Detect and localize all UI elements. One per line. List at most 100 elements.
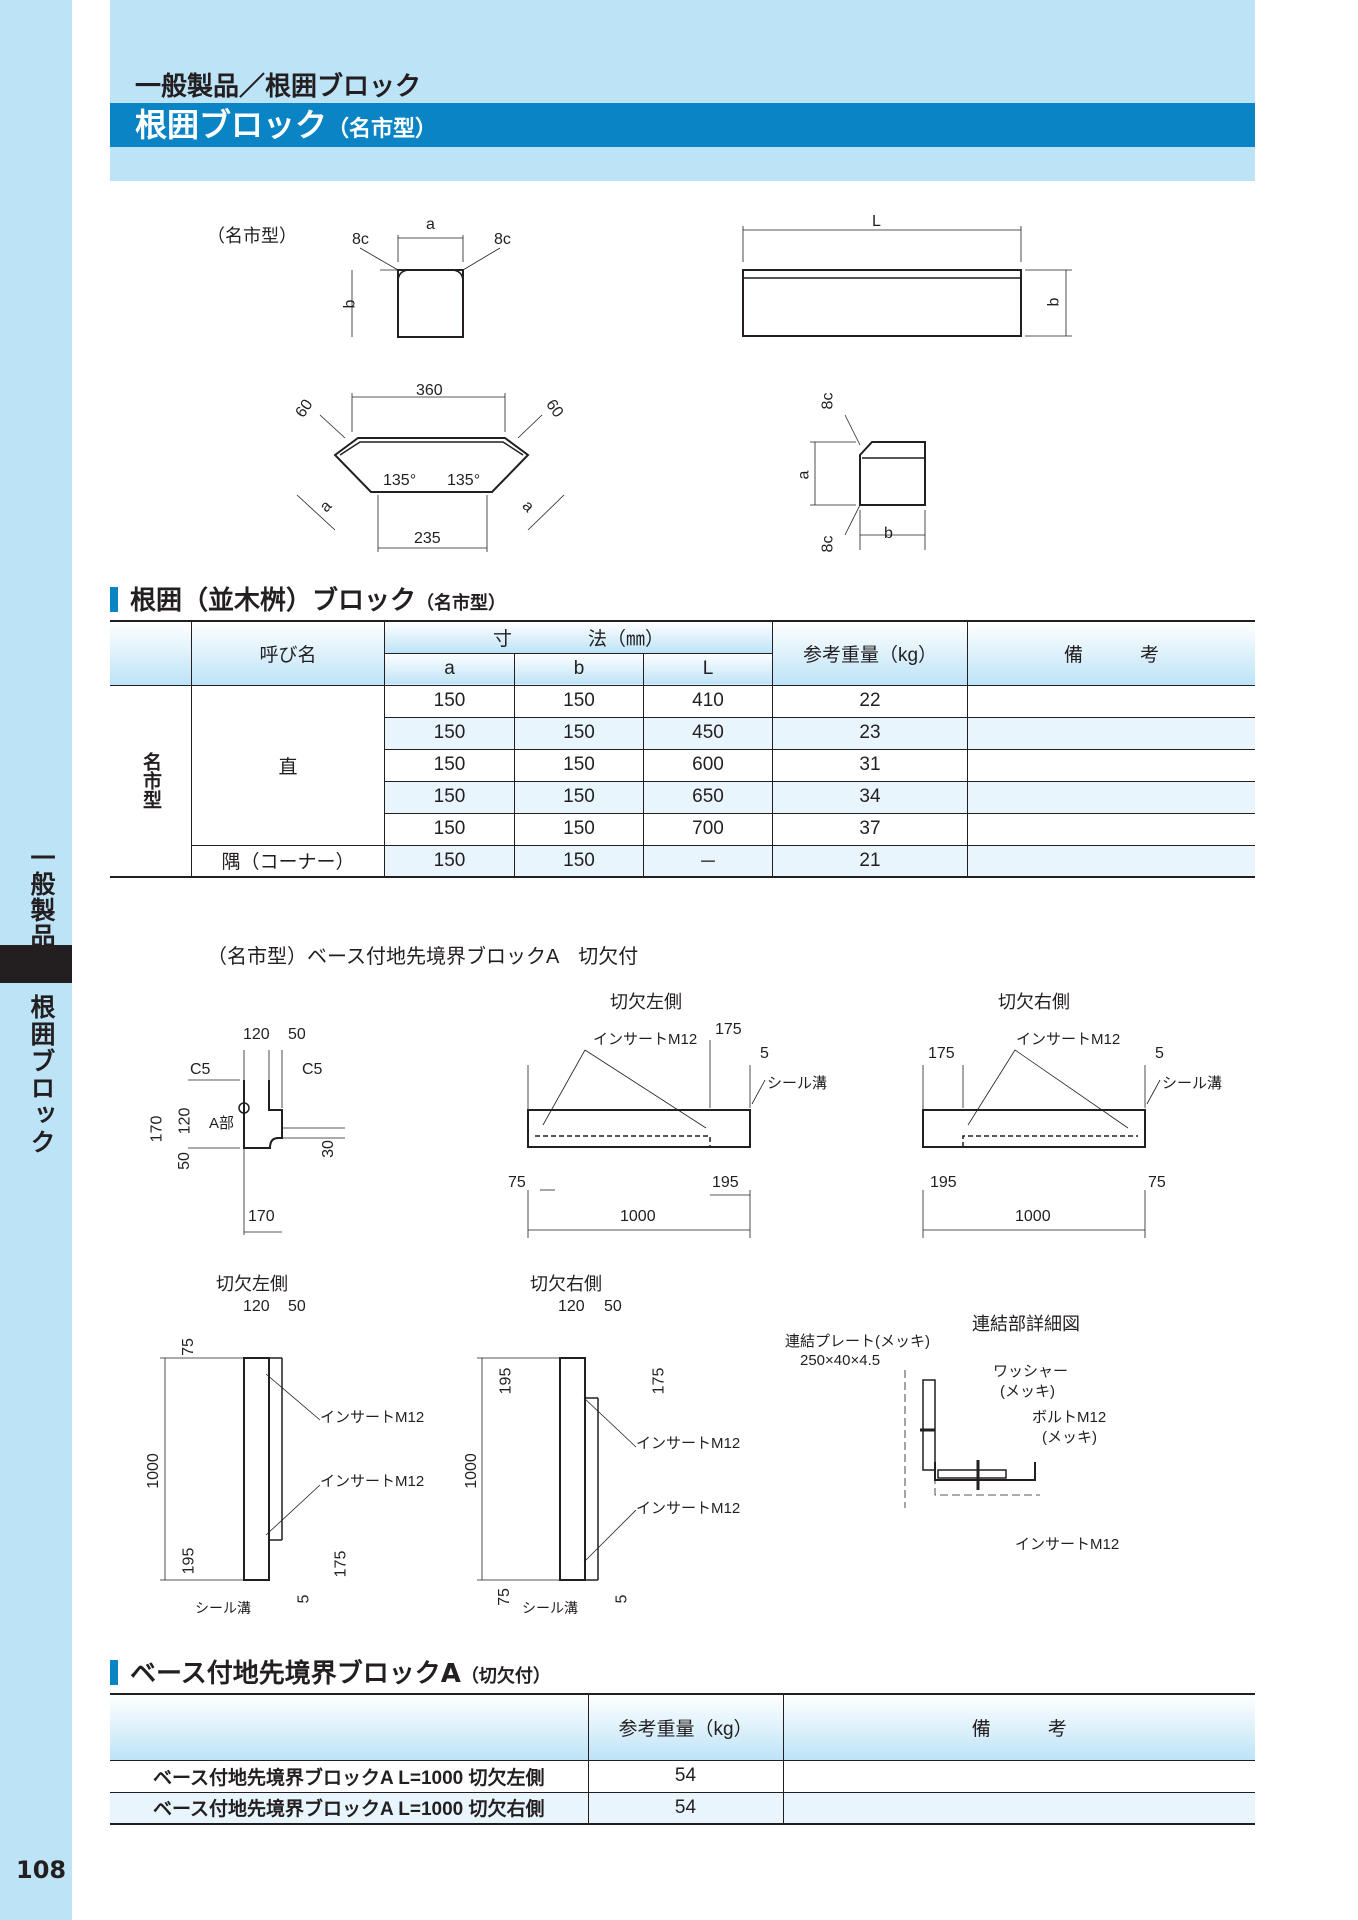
- cell: 150: [384, 812, 515, 846]
- diagram2-caption: （名市型）ベース付地先境界ブロックA 切欠付: [207, 946, 639, 968]
- dim-label: 30: [319, 1140, 337, 1158]
- page-number: 108: [16, 1856, 67, 1884]
- diagram2-detail-title: 連結部詳細図: [972, 1314, 1080, 1334]
- seal-label: シール溝: [522, 1600, 578, 1616]
- table1-header-L: L: [643, 652, 773, 686]
- dim-label: 50: [604, 1298, 622, 1315]
- section-marker: [110, 1660, 118, 1685]
- insert-label: インサートM12: [636, 1500, 741, 1517]
- dim-label: 170: [148, 1115, 166, 1143]
- table1-header-b: b: [514, 652, 644, 686]
- section-marker: [110, 587, 118, 612]
- dim-label: 50: [175, 1152, 193, 1170]
- dim-label: 175: [715, 1021, 742, 1038]
- dim-label: 8c: [352, 231, 369, 248]
- cell: ベース付地先境界ブロックA L=1000 切欠左側: [110, 1759, 589, 1793]
- cell: 450: [643, 716, 773, 750]
- cell: [782, 1791, 1255, 1825]
- dim-label: b: [1045, 297, 1063, 307]
- dim-label: 5: [295, 1594, 313, 1604]
- table2-header-weight: 参考重量（kg）: [587, 1693, 784, 1761]
- cell: [967, 716, 1255, 750]
- dim-label: 175: [928, 1045, 955, 1062]
- cell: 150: [514, 716, 644, 750]
- header-band: [110, 0, 1255, 181]
- dim-label: a: [795, 470, 813, 480]
- cell: 31: [772, 748, 968, 782]
- insert-label: インサートM12: [1016, 1031, 1121, 1048]
- cell: 150: [514, 812, 644, 846]
- cell: 150: [384, 684, 515, 718]
- table1-header-blank: [110, 620, 192, 686]
- section2-heading: ベース付地先境界ブロックA（切欠付）: [110, 1653, 551, 1690]
- dim-label: 1000: [144, 1453, 162, 1489]
- dim-label: b: [884, 525, 893, 542]
- cell: 34: [772, 780, 968, 814]
- cell: 600: [643, 748, 773, 782]
- dim-label: 75: [495, 1588, 513, 1606]
- table2-header-blank: [110, 1693, 589, 1761]
- dim-label: 1000: [620, 1208, 656, 1225]
- dim-label: 5: [1155, 1045, 1164, 1062]
- cell: [967, 844, 1255, 878]
- plated-label: (メッキ): [1042, 1429, 1097, 1446]
- cell: 150: [384, 844, 515, 878]
- dim-label: 195: [497, 1367, 515, 1395]
- insert-label: インサートM12: [320, 1409, 425, 1426]
- cell: 650: [643, 780, 773, 814]
- dim-label: 75: [179, 1338, 197, 1356]
- dim-label: a: [426, 216, 435, 233]
- table1-header-name: 呼び名: [191, 620, 385, 686]
- cell: [967, 748, 1255, 782]
- cell: －: [643, 844, 773, 878]
- dim-label: 1000: [462, 1453, 480, 1489]
- dim-label: 120: [243, 1298, 270, 1315]
- breadcrumb: 一般製品／根囲ブロック: [135, 72, 422, 102]
- dim-label: 120: [176, 1107, 194, 1135]
- sidebar-subcategory: 根囲ブロック: [27, 994, 56, 1156]
- c5-label: C5: [190, 1061, 211, 1078]
- dim-label: 60: [542, 396, 567, 421]
- table1-straight: 直: [191, 684, 385, 846]
- insert-label: インサートM12: [593, 1031, 698, 1048]
- cell: 150: [384, 748, 515, 782]
- dim-label: 175: [650, 1367, 668, 1395]
- dim-label: 120: [558, 1298, 585, 1315]
- cell: 23: [772, 716, 968, 750]
- c5-label: C5: [302, 1061, 323, 1078]
- cell: [782, 1759, 1255, 1793]
- cell: ベース付地先境界ブロックA L=1000 切欠右側: [110, 1791, 589, 1825]
- diagram2-right-title: 切欠右側: [998, 992, 1070, 1012]
- diagram1-caption: （名市型）: [207, 226, 297, 246]
- table-row: ベース付地先境界ブロックA L=1000 切欠左側 54: [110, 1759, 1255, 1793]
- diagram2-right-title2: 切欠右側: [530, 1274, 602, 1294]
- bolt-label: ボルトM12: [1032, 1409, 1107, 1426]
- cell: 隅（コーナー）: [191, 844, 385, 878]
- cell: [967, 780, 1255, 814]
- dim-label: L: [872, 213, 881, 230]
- dim-label: 195: [712, 1174, 739, 1191]
- diagram2-left-title2: 切欠左側: [216, 1274, 288, 1294]
- cell: 700: [643, 812, 773, 846]
- dim-label: 195: [180, 1547, 198, 1575]
- diagram2-left-title: 切欠左側: [610, 992, 682, 1012]
- dim-label: 5: [613, 1594, 631, 1604]
- dim-label: 120: [243, 1026, 270, 1043]
- section1-heading: 根囲（並木桝）ブロック（名市型）: [110, 580, 506, 617]
- plate-size-label: 250×40×4.5: [800, 1352, 881, 1369]
- dim-label: 195: [930, 1174, 957, 1191]
- washer-label: ワッシャー: [993, 1363, 1069, 1380]
- dim-label: 75: [508, 1174, 526, 1191]
- plate-label: 連結プレート(メッキ): [785, 1333, 930, 1350]
- cell: 150: [514, 844, 644, 878]
- table1-group: 名市型: [140, 752, 161, 810]
- dim-label: 60: [292, 396, 317, 421]
- cell: 21: [772, 844, 968, 878]
- dim-label: 360: [416, 382, 443, 399]
